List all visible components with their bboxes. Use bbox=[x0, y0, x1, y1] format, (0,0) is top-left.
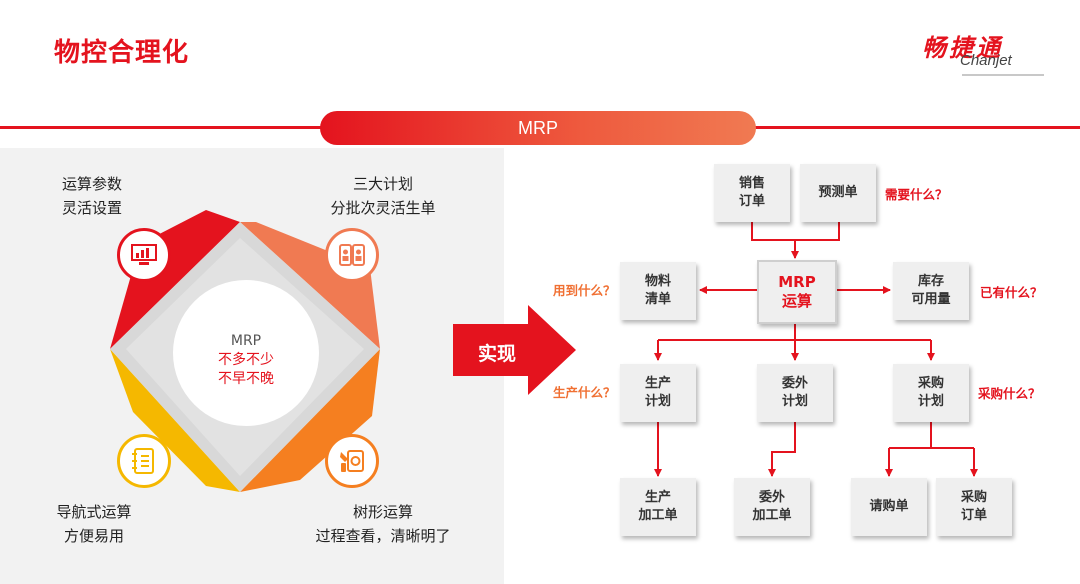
logo: 畅捷通 Chanjet bbox=[922, 28, 1044, 76]
question-have: 已有什么？ bbox=[980, 285, 1043, 300]
plans-line2: 分批次灵活生单 bbox=[330, 199, 436, 217]
center-subtitle-1: 不多不少 bbox=[218, 352, 274, 368]
question-produce: 生产什么？ bbox=[553, 385, 616, 400]
question-need: 需要什么？ bbox=[885, 187, 948, 202]
box-purchase-order: 采购 订单 bbox=[936, 478, 1012, 536]
mrp-center-text: MRP 不多不少 不早不晚 bbox=[186, 332, 306, 389]
monitor-chart-icon bbox=[117, 228, 171, 282]
implement-arrow bbox=[453, 305, 576, 395]
tools-device-icon bbox=[325, 434, 379, 488]
logo-underline bbox=[962, 74, 1044, 76]
box-forecast: 预测单 bbox=[800, 164, 876, 222]
mrp-banner: MRP bbox=[320, 111, 756, 145]
question-purchase: 采购什么？ bbox=[978, 386, 1041, 401]
question-use: 用到什么？ bbox=[553, 283, 616, 298]
notebook-icon bbox=[117, 434, 171, 488]
box-purchase-plan: 采购 计划 bbox=[893, 364, 969, 422]
box-stock: 库存 可用量 bbox=[893, 262, 969, 320]
connector-mrp-plans bbox=[658, 322, 931, 341]
box-requisition: 请购单 bbox=[851, 478, 927, 536]
people-cards-icon bbox=[325, 228, 379, 282]
quadrant-label-navigation: 导航式运算 方便易用 bbox=[54, 500, 134, 548]
box-production-order: 生产 加工单 bbox=[620, 478, 696, 536]
box-outsource-plan: 委外 计划 bbox=[757, 364, 833, 422]
logo-en: Chanjet bbox=[960, 52, 1012, 69]
center-circle bbox=[173, 280, 319, 426]
arrow-to-outsource-order bbox=[768, 422, 796, 477]
box-production-plan: 生产 计划 bbox=[620, 364, 696, 422]
box-sales-order: 销售 订单 bbox=[714, 164, 790, 222]
tree-line2: 过程查看，清晰明了 bbox=[315, 527, 451, 545]
center-title: MRP bbox=[230, 333, 262, 349]
box-outsource-order: 委外 加工单 bbox=[734, 478, 810, 536]
tree-line1: 树形运算 bbox=[352, 503, 413, 521]
params-line1: 运算参数 bbox=[62, 175, 123, 193]
connector-purchase-split bbox=[889, 422, 974, 449]
navigation-line2: 方便易用 bbox=[63, 527, 124, 545]
navigation-line1: 导航式运算 bbox=[56, 503, 132, 521]
page-title: 物控合理化 bbox=[54, 38, 190, 68]
box-bom: 物料 清单 bbox=[620, 262, 696, 320]
implement-label: 实现 bbox=[478, 343, 517, 365]
connector-sales-forecast bbox=[751, 222, 840, 241]
center-subtitle-2: 不早不晚 bbox=[218, 371, 274, 387]
quadrant-label-plans: 三大计划 分批次灵活生单 bbox=[326, 172, 440, 220]
quadrant-label-tree: 树形运算 过程查看，清晰明了 bbox=[310, 500, 456, 548]
box-mrp: MRP 运算 bbox=[757, 260, 837, 324]
params-line2: 灵活设置 bbox=[62, 199, 123, 217]
plans-line1: 三大计划 bbox=[352, 175, 413, 193]
logo-cn: 畅捷通 bbox=[922, 34, 1003, 62]
quadrant-label-params: 运算参数 灵活设置 bbox=[62, 172, 122, 220]
